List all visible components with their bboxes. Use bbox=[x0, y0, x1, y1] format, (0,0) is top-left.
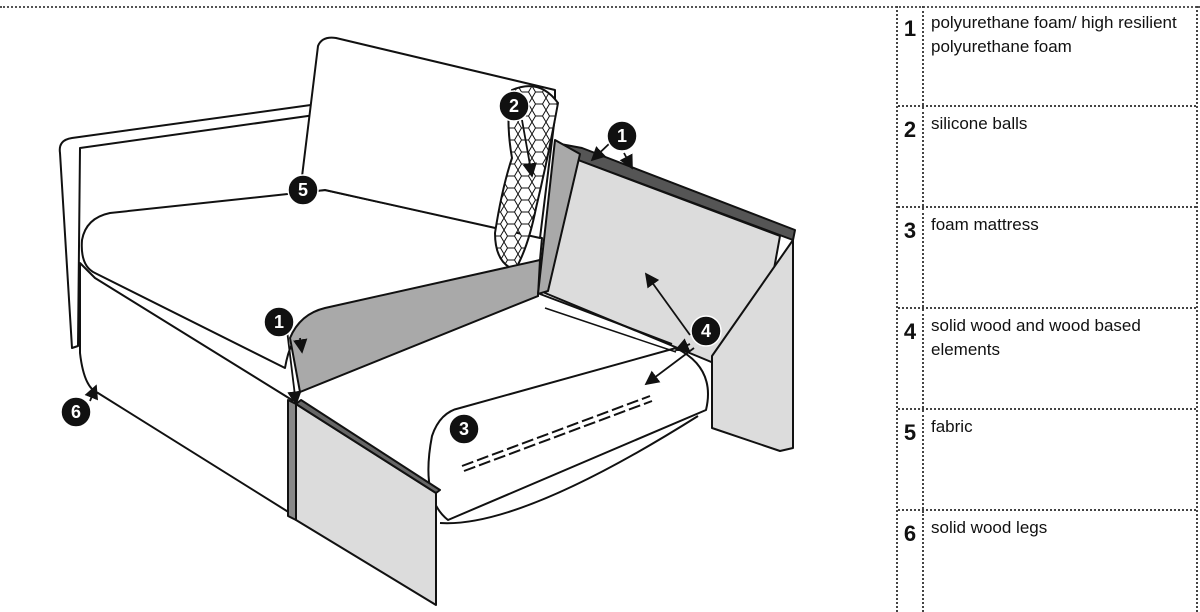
callout-6: 6 bbox=[60, 396, 92, 428]
callout-5: 5 bbox=[287, 174, 319, 206]
legend-row-5: 5 fabric bbox=[898, 410, 1196, 511]
right-side-wood bbox=[711, 239, 794, 452]
top-dotted-rule bbox=[0, 6, 1200, 8]
legend-label: fabric bbox=[931, 417, 973, 436]
legend-number: 6 bbox=[898, 511, 924, 612]
legend-label: solid wood and wood based elements bbox=[931, 316, 1141, 359]
mattress-side bbox=[439, 415, 699, 525]
callout-1-left: 1 bbox=[263, 306, 295, 338]
svg-text:1: 1 bbox=[617, 126, 627, 146]
materials-legend-table: 1 polyurethane foam/ high resilient poly… bbox=[896, 6, 1198, 612]
legend-row-6: 6 solid wood legs bbox=[898, 511, 1196, 612]
legend-row-1: 1 polyurethane foam/ high resilient poly… bbox=[898, 6, 1196, 107]
legend-row-3: 3 foam mattress bbox=[898, 208, 1196, 309]
svg-text:5: 5 bbox=[298, 180, 308, 200]
legend-row-4: 4 solid wood and wood based elements bbox=[898, 309, 1196, 410]
legend-number: 2 bbox=[898, 107, 924, 206]
legend-row-2: 2 silicone balls bbox=[898, 107, 1196, 208]
svg-text:6: 6 bbox=[71, 402, 81, 422]
svg-text:3: 3 bbox=[459, 419, 469, 439]
right-foam-edge bbox=[537, 139, 581, 295]
legend-number: 1 bbox=[898, 6, 924, 105]
legend-label: polyurethane foam/ high resilient polyur… bbox=[931, 13, 1177, 56]
legend-number: 3 bbox=[898, 208, 924, 307]
callout-1-right: 1 bbox=[606, 120, 638, 152]
svg-text:2: 2 bbox=[509, 96, 519, 116]
svg-text:4: 4 bbox=[701, 321, 711, 341]
svg-text:1: 1 bbox=[274, 312, 284, 332]
callout-4: 4 bbox=[690, 315, 722, 347]
legend-label: foam mattress bbox=[931, 215, 1039, 234]
front-wood-panel bbox=[295, 403, 437, 606]
legend-number: 4 bbox=[898, 309, 924, 408]
callout-2: 2 bbox=[498, 90, 530, 122]
sofa-bed-illustration: 1 1 2 3 4 5 6 bbox=[58, 36, 796, 606]
legend-number: 5 bbox=[898, 410, 924, 509]
front-wood-edge bbox=[287, 399, 297, 521]
legend-label: solid wood legs bbox=[931, 518, 1048, 537]
legend-label: silicone balls bbox=[931, 114, 1028, 133]
backrest bbox=[299, 36, 556, 239]
left-armrest bbox=[58, 103, 323, 349]
callout-3: 3 bbox=[448, 413, 480, 445]
